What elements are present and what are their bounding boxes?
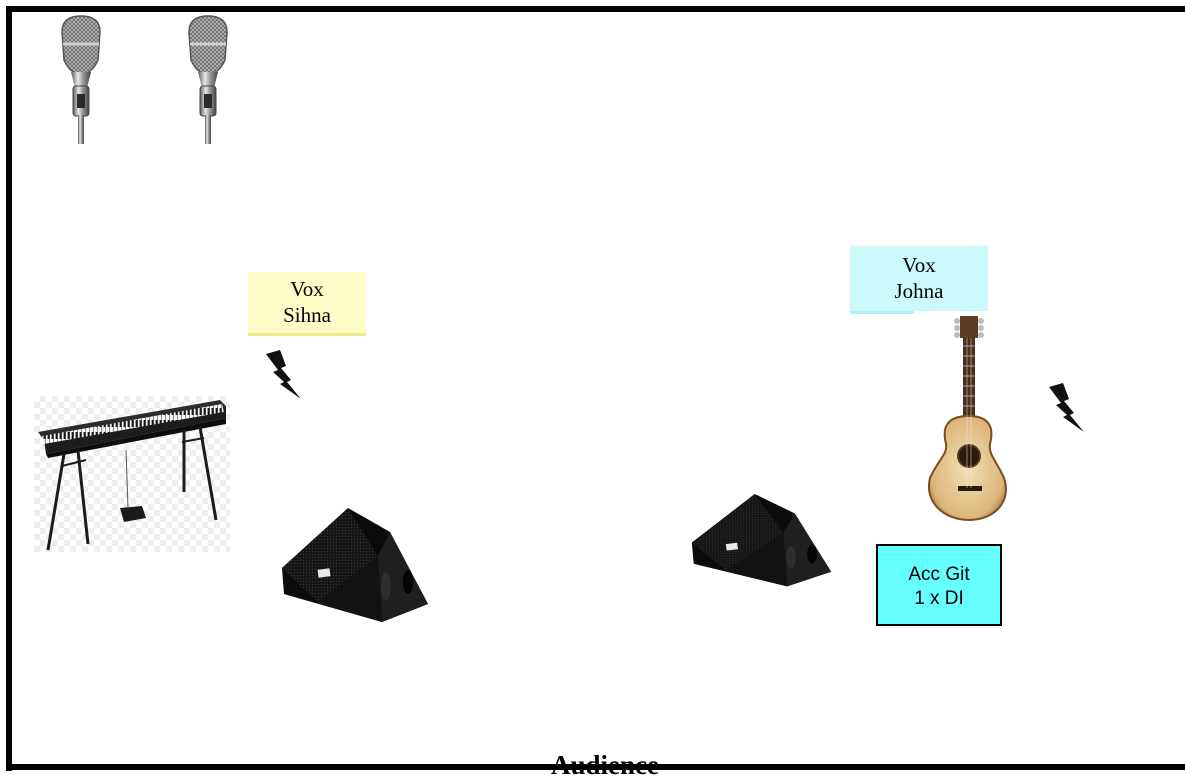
keyboard-piano-icon <box>34 396 230 552</box>
vox-johna-line1: Vox <box>850 252 988 278</box>
acoustic-guitar-di-label: Acc Git 1 x DI <box>876 544 1002 626</box>
vox-sihna-line1: Vox <box>248 276 366 302</box>
vox-johna-underline <box>850 311 914 314</box>
stage-monitor-icon <box>278 508 430 624</box>
stage-monitor-icon <box>688 494 833 588</box>
microphone-icon <box>56 14 106 144</box>
di-line1: Acc Git <box>878 563 1000 587</box>
vox-johna-line2: Johna <box>850 278 988 304</box>
vox-sihna-label: Vox Sihna <box>248 272 366 336</box>
audience-label: Audience <box>530 750 680 780</box>
di-line2: 1 x DI <box>878 587 1000 611</box>
wireless-signal-icon <box>264 350 304 400</box>
keyboard-piano-image <box>34 396 230 552</box>
acoustic-guitar-icon <box>924 316 1010 522</box>
vox-johna-label: Vox Johna <box>850 245 988 311</box>
microphone-icon <box>183 14 233 144</box>
vox-sihna-line2: Sihna <box>248 302 366 328</box>
wireless-signal-icon <box>1047 382 1087 434</box>
